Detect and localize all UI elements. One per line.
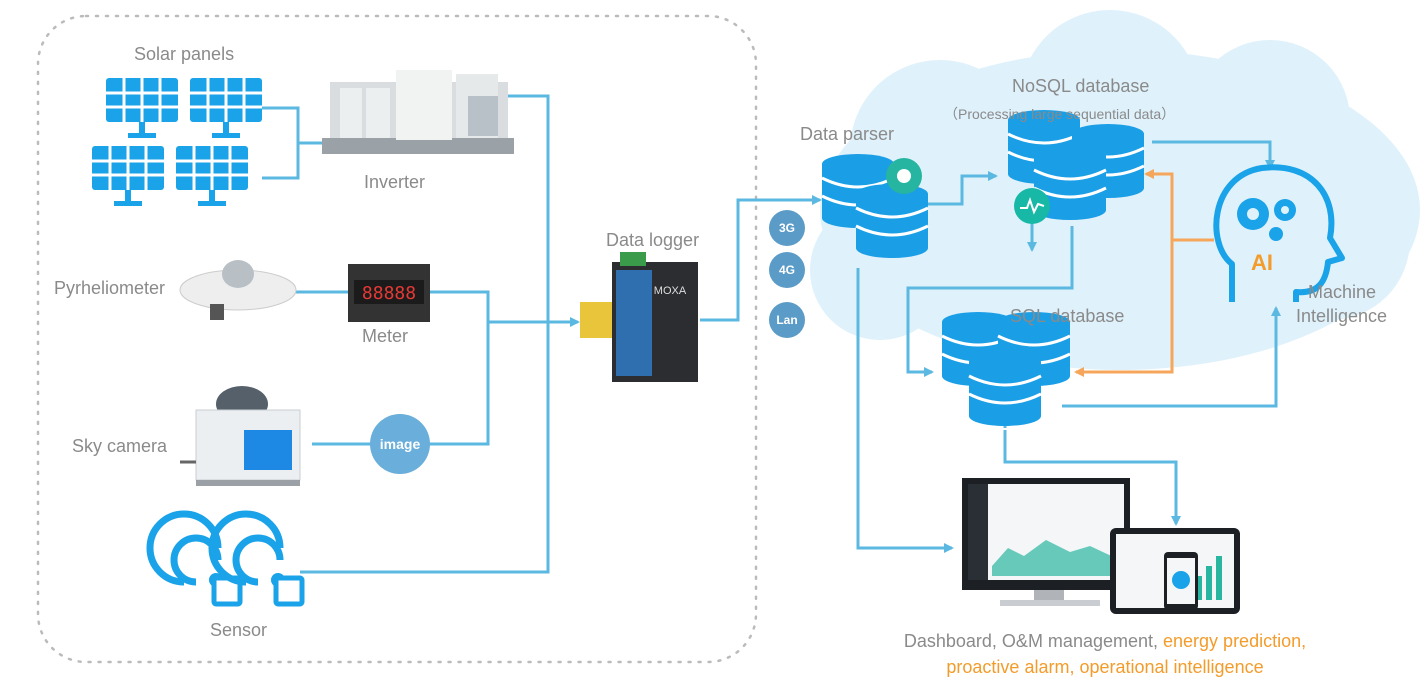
inverter-image (322, 70, 514, 154)
data-parser-icon (820, 152, 930, 260)
image-badge: image (370, 414, 430, 474)
sky-camera-label: Sky camera (72, 436, 168, 456)
inverter-label: Inverter (364, 172, 426, 192)
machine-intelligence-label-1: Machine (1308, 282, 1377, 302)
meter-image: 88888 (348, 264, 430, 322)
caption-part-1: Dashboard, O&M management, (903, 631, 1159, 651)
solar-panels-label: Solar panels (134, 44, 235, 64)
dashboard-devices-image (962, 478, 1240, 614)
dashboard-caption: Dashboard, O&M management, energy predic… (870, 628, 1340, 680)
network-badge-lan: Lan (769, 302, 805, 338)
network-badge-3g: 3G (769, 210, 805, 246)
caption-part-2: energy prediction, (1158, 631, 1307, 651)
logger-brand: MOXA (654, 285, 687, 297)
ai-head-icon: AI (1213, 164, 1345, 302)
machine-intelligence-label-2: Intelligence (1296, 306, 1388, 326)
sql-database-icon (940, 310, 1072, 428)
sql-database-label: SQL database (1010, 306, 1125, 326)
nosql-database-note: （Processing large sequential data） (944, 106, 1176, 122)
data-logger-label: Data logger (606, 230, 700, 250)
pyrheliometer-label: Pyrheliometer (54, 278, 166, 298)
site-boundary (36, 14, 758, 664)
nosql-database-icon (1006, 108, 1146, 224)
meter-display: 88888 (362, 283, 416, 304)
caption-part-3: proactive alarm, operational intelligenc… (946, 657, 1264, 677)
ai-label: AI (1251, 250, 1273, 275)
sensor-label: Sensor (210, 620, 268, 640)
meter-label: Meter (362, 326, 409, 346)
data-parser-label: Data parser (800, 124, 895, 144)
connectors-orange (1074, 169, 1214, 377)
sky-camera-image (180, 386, 301, 486)
nosql-database-label: NoSQL database (1012, 76, 1150, 96)
solar-panels-icon (90, 76, 264, 208)
pyrheliometer-image (179, 260, 297, 320)
sensor-icon (150, 514, 302, 604)
data-logger-image: MOXA (580, 252, 698, 382)
network-badge-4g: 4G (769, 252, 805, 288)
